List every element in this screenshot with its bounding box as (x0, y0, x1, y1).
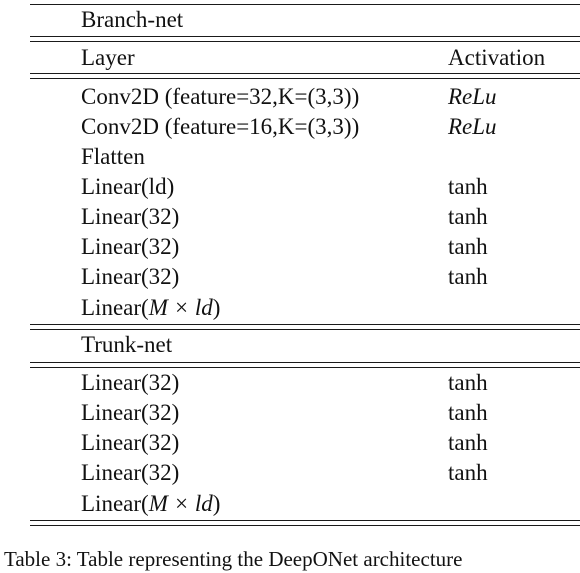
branch-row-1-layer: Conv2D (feature=32,K=(3,3)) (81, 84, 360, 109)
trunk-row-5-prefix: Linear( (81, 491, 149, 516)
branch-row-8-suffix: ) (212, 295, 221, 320)
branch-row-6-activation: tanh (448, 234, 488, 259)
trunk-title-rule-2 (30, 367, 580, 368)
branch-title-rule-1 (30, 36, 580, 37)
top-rule (30, 4, 580, 5)
branch-row-8-layer: Linear(M × ld) (81, 294, 220, 322)
branch-row-8-prefix: Linear( (81, 295, 149, 320)
branch-row-4-activation: tanh (448, 174, 488, 199)
trunk-row-1-layer: Linear(32) (81, 370, 180, 395)
branch-net-title: Branch-net (81, 7, 184, 32)
branch-row-3-layer: Flatten (81, 144, 145, 169)
trunk-row-5-layer: Linear(M × ld) (81, 490, 220, 518)
trunk-row-3-layer: Linear(32) (81, 430, 180, 455)
bottom-rule-1 (30, 520, 580, 521)
trunk-row-4-activation: tanh (448, 460, 488, 485)
branch-row-4-layer: Linear(ld) (81, 174, 175, 199)
trunk-row-3-activation: tanh (448, 430, 488, 455)
header-activation: Activation (448, 45, 546, 70)
trunk-net-title: Trunk-net (81, 332, 173, 357)
branch-row-7-activation: tanh (448, 264, 488, 289)
trunk-row-2-layer: Linear(32) (81, 400, 180, 425)
header-rule-2 (30, 78, 580, 79)
trunk-title-rule-1 (30, 362, 580, 363)
table-caption: Table 3: Table representing the DeepONet… (4, 547, 463, 571)
branch-row-8-math: M × ld (148, 295, 213, 320)
trunk-rule-2 (30, 329, 580, 330)
branch-row-2-activation: ReLu (448, 114, 497, 139)
header-rule-1 (30, 73, 580, 74)
trunk-rule-1 (30, 324, 580, 325)
branch-title-rule-2 (30, 41, 580, 42)
header-layer: Layer (81, 45, 135, 70)
trunk-row-5-math: M × ld (148, 491, 213, 516)
branch-row-7-layer: Linear(32) (81, 264, 180, 289)
trunk-row-1-activation: tanh (448, 370, 488, 395)
branch-row-6-layer: Linear(32) (81, 234, 180, 259)
trunk-row-5-suffix: ) (212, 491, 221, 516)
branch-row-5-layer: Linear(32) (81, 204, 180, 229)
trunk-row-4-layer: Linear(32) (81, 460, 180, 485)
branch-row-5-activation: tanh (448, 204, 488, 229)
bottom-rule-2 (30, 525, 580, 526)
branch-row-1-activation: ReLu (448, 84, 497, 109)
trunk-row-2-activation: tanh (448, 400, 488, 425)
branch-row-2-layer: Conv2D (feature=16,K=(3,3)) (81, 114, 360, 139)
